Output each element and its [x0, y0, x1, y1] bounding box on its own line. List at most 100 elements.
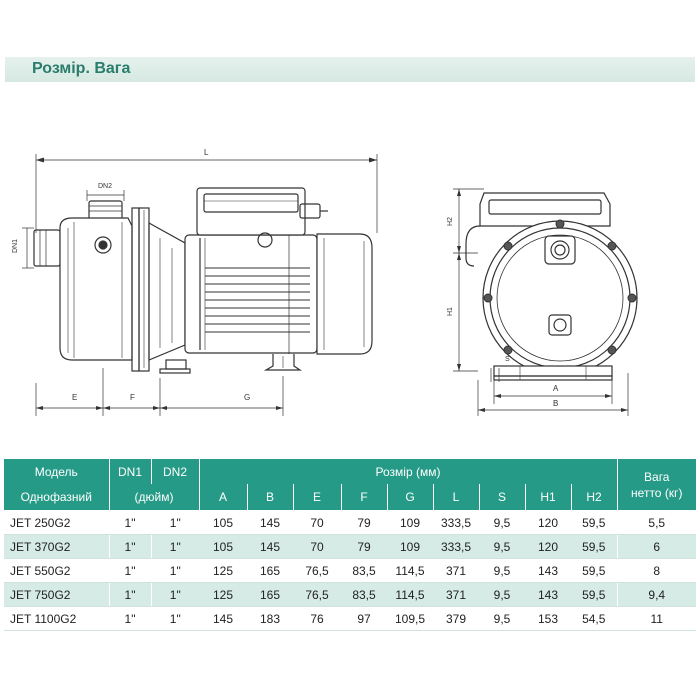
- cell-dn2: 1": [150, 510, 199, 535]
- table-subheader-row: Однофазний (дюйм) A B E F G L S H1 H2: [4, 484, 696, 511]
- cell-dn2: 1": [150, 582, 199, 607]
- dn2-header: DN2: [150, 459, 199, 484]
- cell-dn2: 1": [150, 534, 199, 559]
- cell-H2: 59,5: [571, 510, 617, 535]
- cell-B: 165: [247, 582, 293, 607]
- label-DN2: DN2: [98, 183, 112, 190]
- table-row: JET 370G2 1" 1" 105 145 70 79 109 333,5 …: [4, 534, 696, 559]
- weight-header-line-2: нетто (кг): [631, 485, 683, 500]
- cell-weight: 5,5: [616, 510, 696, 535]
- cell-F: 83,5: [341, 558, 387, 583]
- cell-H1: 143: [525, 558, 571, 583]
- front-view-labels: H2 H1 S A B: [447, 217, 559, 408]
- cell-A: 125: [199, 582, 247, 607]
- cell-A: 125: [199, 558, 247, 583]
- front-view: [453, 188, 638, 416]
- cell-model: JET 1100G2: [4, 606, 109, 631]
- label-F: F: [130, 393, 135, 402]
- cell-G: 114,5: [387, 558, 433, 583]
- cell-S: 9,5: [479, 558, 525, 583]
- col-header-F: F: [340, 484, 387, 511]
- cell-dn1: 1": [108, 582, 151, 607]
- col-header-G: G: [386, 484, 433, 511]
- dimensions-weight-table: Модель DN1 DN2 Розмір (мм) Вага нетто (к…: [4, 459, 696, 631]
- phase-header: Однофазний: [4, 484, 109, 511]
- cell-dn1: 1": [108, 606, 151, 631]
- cell-E: 76,5: [293, 558, 341, 583]
- col-header-E: E: [292, 484, 341, 511]
- model-header: Модель: [4, 459, 109, 484]
- cell-H1: 120: [525, 534, 571, 559]
- cell-L: 333,5: [433, 510, 479, 535]
- cell-E: 76,5: [293, 582, 341, 607]
- table-header-row: Модель DN1 DN2 Розмір (мм) Вага нетто (к…: [4, 459, 696, 511]
- cell-G: 109: [387, 510, 433, 535]
- cell-S: 9,5: [479, 534, 525, 559]
- col-header-H1: H1: [524, 484, 571, 511]
- table-row: JET 750G2 1" 1" 125 165 76,5 83,5 114,5 …: [4, 582, 696, 607]
- size-header: Розмір (мм): [198, 459, 617, 484]
- label-DN1: DN1: [12, 239, 19, 253]
- cell-model: JET 750G2: [4, 582, 109, 607]
- cell-B: 165: [247, 558, 293, 583]
- cell-H1: 120: [525, 510, 571, 535]
- cell-G: 109: [387, 534, 433, 559]
- dn1-header: DN1: [108, 459, 151, 484]
- cell-A: 105: [199, 510, 247, 535]
- col-header-H2: H2: [570, 484, 617, 511]
- label-G: G: [244, 393, 250, 402]
- cell-weight: 9,4: [616, 582, 696, 607]
- label-L: L: [204, 148, 209, 157]
- cell-B: 145: [247, 510, 293, 535]
- label-B: B: [553, 399, 558, 408]
- cell-weight: 8: [616, 558, 696, 583]
- label-A: A: [553, 384, 559, 393]
- cell-L: 371: [433, 558, 479, 583]
- weight-header-line-1: Вага: [644, 469, 670, 484]
- cell-A: 105: [199, 534, 247, 559]
- cell-B: 145: [247, 534, 293, 559]
- cell-E: 70: [293, 534, 341, 559]
- label-E: E: [72, 393, 77, 402]
- cell-weight: 11: [616, 606, 696, 631]
- cell-H2: 59,5: [571, 534, 617, 559]
- cell-model: JET 370G2: [4, 534, 109, 559]
- cell-S: 9,5: [479, 582, 525, 607]
- pump-drawing: L DN2 DN1 E F G: [12, 148, 638, 416]
- section-title: Розмір. Вага: [32, 60, 131, 77]
- cell-dn2: 1": [150, 606, 199, 631]
- cell-F: 83,5: [341, 582, 387, 607]
- cell-dn2: 1": [150, 558, 199, 583]
- table-row: JET 250G2 1" 1" 105 145 70 79 109 333,5 …: [4, 510, 696, 535]
- cell-model: JET 550G2: [4, 558, 109, 583]
- cell-E: 76: [293, 606, 341, 631]
- side-view-labels: L DN2 DN1 E F G: [12, 148, 250, 402]
- cell-dn1: 1": [108, 510, 151, 535]
- cell-F: 79: [341, 534, 387, 559]
- side-view: [22, 154, 378, 416]
- cell-S: 9,5: [479, 510, 525, 535]
- table-row: JET 550G2 1" 1" 125 165 76,5 83,5 114,5 …: [4, 558, 696, 583]
- col-header-B: B: [246, 484, 293, 511]
- inch-header: (дюйм): [108, 484, 199, 511]
- cell-H2: 59,5: [571, 582, 617, 607]
- cell-H1: 143: [525, 582, 571, 607]
- cell-H2: 54,5: [571, 606, 617, 631]
- cell-H2: 59,5: [571, 558, 617, 583]
- cell-B: 183: [247, 606, 293, 631]
- cell-E: 70: [293, 510, 341, 535]
- cell-model: JET 250G2: [4, 510, 109, 535]
- cell-L: 379: [433, 606, 479, 631]
- label-H1: H1: [447, 307, 454, 316]
- cell-F: 97: [341, 606, 387, 631]
- table-row: JET 1100G2 1" 1" 145 183 76 97 109,5 379…: [4, 606, 696, 631]
- col-header-L: L: [432, 484, 479, 511]
- cell-S: 9,5: [479, 606, 525, 631]
- cell-A: 145: [199, 606, 247, 631]
- cell-weight: 6: [616, 534, 696, 559]
- col-header-S: S: [478, 484, 525, 511]
- cell-dn1: 1": [108, 534, 151, 559]
- cell-dn1: 1": [108, 558, 151, 583]
- cell-L: 371: [433, 582, 479, 607]
- section-title-bar: Розмір. Вага: [5, 57, 695, 82]
